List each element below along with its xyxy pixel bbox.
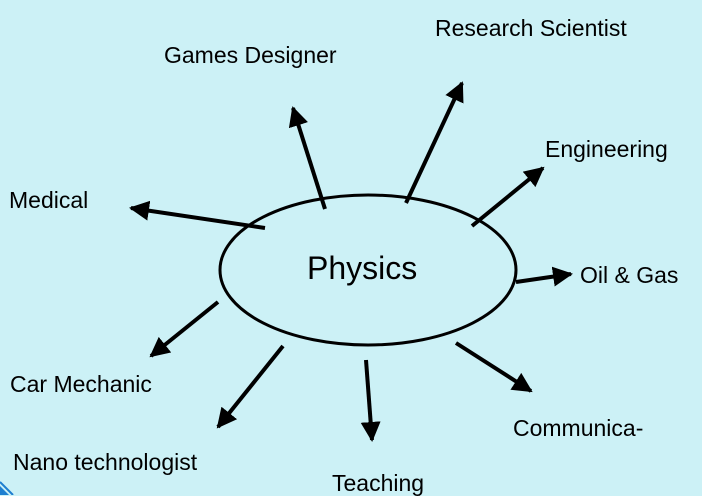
- arrow-games-designer: [288, 106, 327, 210]
- career-label-nano-technologist: Nano technologist: [13, 449, 198, 475]
- corner-accent-icon: [0, 481, 14, 495]
- arrow-communications: [454, 341, 533, 393]
- career-label-oil-and-gas: Oil & Gas: [580, 262, 679, 288]
- arrow-research-scientist: [404, 81, 464, 204]
- career-label-engineering: Engineering: [545, 136, 668, 162]
- career-label-games-designer: Games Designer: [164, 42, 337, 68]
- arrow-nano-technologist: [216, 344, 285, 429]
- career-label-car-mechanic: Car Mechanic: [10, 371, 152, 397]
- physics-ellipse: [218, 193, 518, 347]
- arrow-car-mechanic: [149, 300, 220, 358]
- arrow-medical: [129, 200, 266, 230]
- career-label-teaching: Teaching: [332, 470, 425, 496]
- career-label-medical: Medical: [9, 187, 89, 213]
- arrow-engineering: [470, 166, 545, 228]
- career-label-research-scientist: Research Scientist: [435, 15, 627, 41]
- career-label-communications: Communica-: [513, 415, 644, 441]
- physics-label: Physics: [307, 250, 418, 286]
- arrow-teaching: [360, 359, 381, 442]
- arrow-oil-and-gas: [515, 266, 573, 287]
